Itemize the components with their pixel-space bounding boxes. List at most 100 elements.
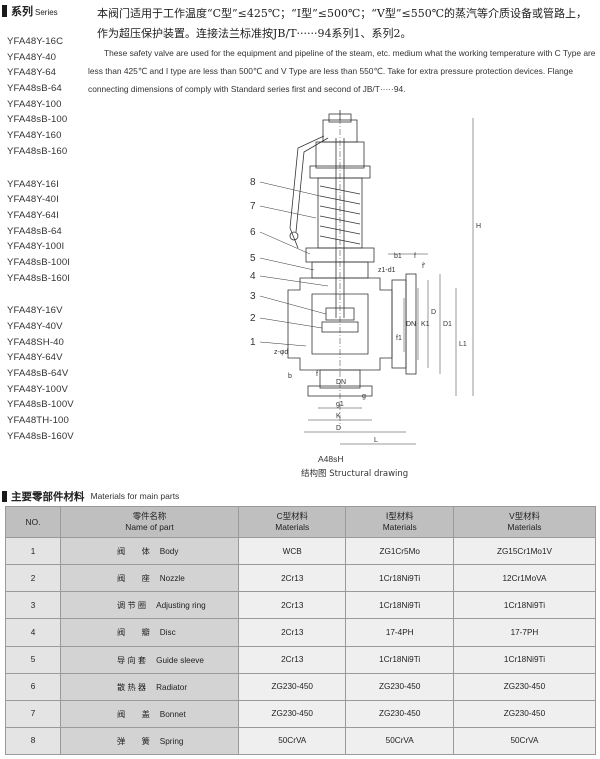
intro-chinese: 本阀门适用于工作温度“C型”≤425℃；“Ⅰ型”≤500℃；“V型”≤550℃的…: [97, 7, 587, 40]
cell-c-material: WCB: [239, 538, 347, 566]
series-item: YFA48sB-64: [7, 83, 62, 95]
dim-label-b: b: [288, 373, 292, 380]
cell-no: 5: [6, 646, 61, 674]
cell-v-material: 1Cr18Ni9Ti: [453, 592, 596, 620]
cell-v-material: ZG230-450: [453, 700, 596, 728]
cell-i-material: 50CrVA: [346, 727, 454, 755]
series-item: YFA48Y-100: [7, 98, 62, 110]
series-item: YFA48Y-40: [7, 51, 57, 63]
series-item: YFA48Y-100I: [7, 241, 65, 253]
cell-no: 3: [6, 592, 61, 620]
cell-v-material: ZG15Cr1Mo1V: [453, 538, 596, 566]
cell-v-material: 12Cr1MoVA: [453, 565, 596, 593]
series-item: YFA48SH-40: [7, 336, 64, 348]
series-item: YFA48sB-100V: [7, 399, 74, 411]
dim-label-L: L: [374, 437, 378, 444]
series-item: YFA48Y-160: [7, 130, 62, 142]
cell-no: 2: [6, 565, 61, 593]
series-item: YFA48sB-64V: [7, 368, 69, 380]
series-item: YFA48Y-40I: [7, 194, 59, 206]
drawing-caption: 结构图 Structural drawing: [301, 469, 409, 479]
callout-4: 4: [250, 271, 256, 282]
callout-1: 1: [250, 337, 256, 348]
series-item: YFA48Y-16V: [7, 305, 63, 317]
series-group-c: YFA48Y-16C YFA48Y-40 YFA48Y-64 YFA48sB-6…: [7, 34, 102, 160]
dim-label-L1: L1: [459, 341, 467, 348]
dim-label-D: D: [431, 309, 436, 316]
cell-i-material: ZG230-450: [346, 700, 454, 728]
dim-label-D1: D1: [443, 321, 452, 328]
dim-label-f2: f': [422, 263, 425, 270]
cell-no: 6: [6, 673, 61, 701]
col-header-no: NO.: [6, 507, 61, 538]
series-item: YFA48sB-160V: [7, 430, 74, 442]
callout-7: 7: [250, 201, 256, 212]
dim-label-f4: f1: [396, 335, 402, 342]
cell-no: 8: [6, 727, 61, 755]
dim-label-z1d1: z1-d1: [378, 267, 396, 274]
series-item: YFA48TH-100: [7, 415, 69, 427]
dim-label-DN: DN: [336, 379, 346, 386]
series-item: YFA48Y-100V: [7, 383, 69, 395]
series-item: YFA48sB-160I: [7, 272, 71, 284]
dim-label-H: H: [476, 223, 481, 230]
cell-i-material: 1Cr18Ni9Ti: [346, 592, 454, 620]
header-bar-marker: [2, 5, 7, 17]
dim-label-K1: K1: [421, 321, 430, 328]
series-group-i: YFA48Y-16I YFA48Y-40I YFA48Y-64I YFA48sB…: [7, 177, 102, 287]
cell-no: 4: [6, 619, 61, 647]
series-item: YFA48sB-100I: [7, 256, 71, 268]
dim-label-b1: b1: [394, 253, 402, 260]
cell-c-material: 2Cr13: [239, 592, 347, 620]
series-item: YFA48Y-16I: [7, 178, 59, 190]
cell-i-material: 1Cr18Ni9Ti: [346, 565, 454, 593]
cell-c-material: 2Cr13: [239, 646, 347, 674]
cell-i-material: 17-4PH: [346, 619, 454, 647]
series-list: YFA48Y-16C YFA48Y-40 YFA48Y-64 YFA48sB-6…: [7, 34, 102, 462]
cell-c-material: 2Cr13: [239, 619, 347, 647]
dim-label-DN1: DN: [406, 321, 416, 328]
series-item: YFA48sB-64: [7, 225, 62, 237]
series-item: YFA48Y-40V: [7, 321, 63, 332]
cell-c-material: 2Cr13: [239, 565, 347, 593]
materials-title-en: Materials for main parts: [90, 491, 180, 501]
cell-c-material: ZG230-450: [239, 673, 347, 701]
cell-i-material: ZG1Cr5Mo: [346, 538, 454, 566]
series-item: YFA48Y-64V: [7, 352, 63, 364]
cell-i-material: ZG230-450: [346, 673, 454, 701]
cell-v-material: 17-7PH: [453, 619, 596, 647]
dim-label-K: K: [336, 413, 341, 420]
intro-english: These safety valve are used for the equi…: [88, 48, 596, 94]
materials-title-cn: 主要零部件材料: [11, 490, 85, 503]
dim-label-g1: g1: [336, 401, 344, 408]
cell-c-material: 50CrVA: [239, 727, 347, 755]
series-item: YFA48sB-160: [7, 145, 68, 157]
callout-8: 8: [250, 177, 256, 188]
cell-c-material: ZG230-450: [239, 700, 347, 728]
section-bar-marker: [2, 490, 7, 502]
callout-3: 3: [250, 291, 256, 302]
